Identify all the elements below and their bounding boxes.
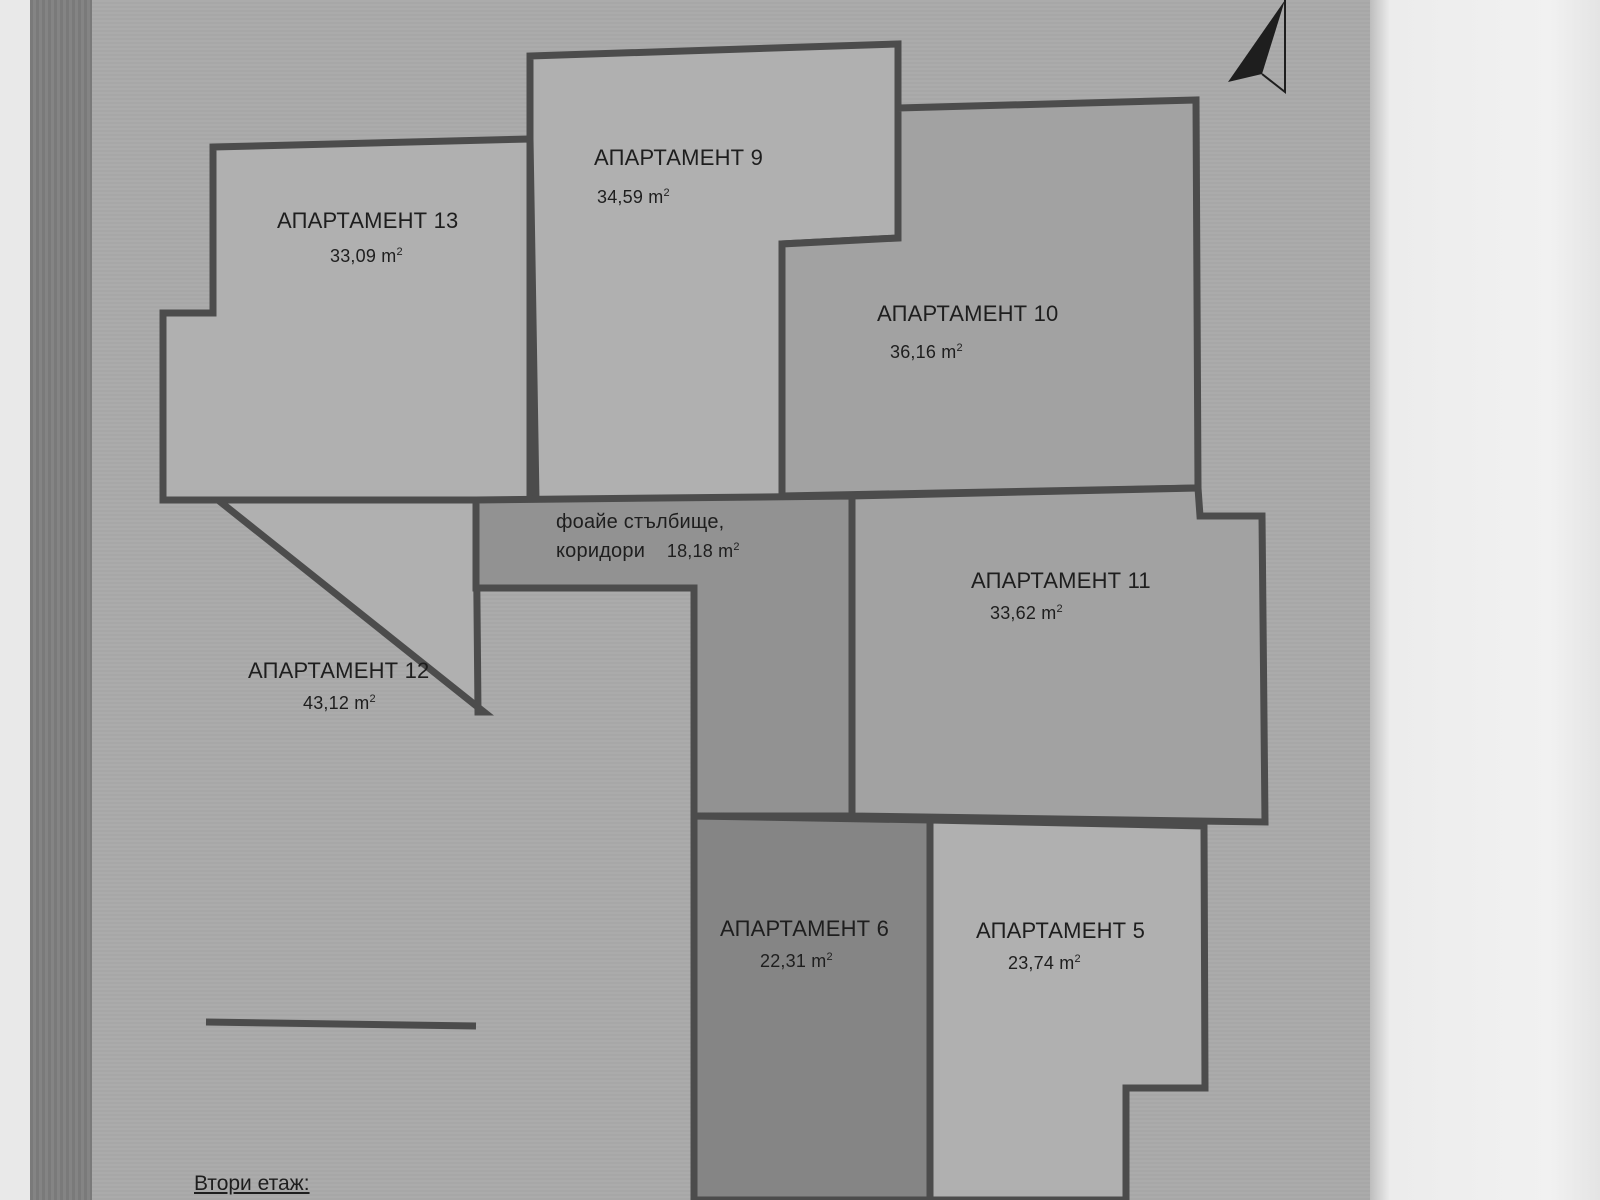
floor-title: Втори етаж: [194, 1172, 310, 1195]
room-label-apt12: АПАРТАМЕНТ 12 [248, 658, 430, 683]
room-area-apt12: 43,12 m2 [303, 693, 376, 713]
room-label-apt10: АПАРТАМЕНТ 10 [877, 301, 1059, 326]
room-area-apt6: 22,31 m2 [760, 951, 833, 971]
room-apt12 [207, 496, 495, 716]
background-left [0, 0, 32, 1200]
room-shapes [159, 40, 1269, 1200]
room-label-apt5: АПАРТАМЕНТ 5 [976, 918, 1146, 943]
room-label-apt6: АПАРТАМЕНТ 6 [720, 916, 890, 941]
room-area-apt5: 23,74 m2 [1008, 953, 1081, 973]
north-arrow-icon [1228, 0, 1286, 95]
room-area-apt11: 33,62 m2 [990, 603, 1063, 623]
room-area-apt10: 36,16 m2 [890, 342, 963, 362]
room-area-apt13: 33,09 m2 [330, 246, 403, 266]
room-apt13 [159, 135, 534, 504]
paper-binding [30, 0, 92, 1200]
balcony-line-apt12 [205, 1018, 477, 1030]
room-apt5 [926, 816, 1209, 1200]
room-label-apt13: АПАРТАМЕНТ 13 [277, 208, 459, 233]
room-label-foyer: фоайе стълбище, [556, 511, 725, 533]
room-apt6 [690, 812, 934, 1200]
room-label-foyer-line2: коридори 18,18 m2 [556, 540, 740, 562]
room-area-apt9: 34,59 m2 [597, 187, 670, 207]
background-right [1370, 0, 1600, 1200]
room-label-apt11: АПАРТАМЕНТ 11 [971, 568, 1151, 593]
room-apt11 [846, 484, 1269, 826]
room-label-apt9: АПАРТАМЕНТ 9 [594, 145, 764, 170]
